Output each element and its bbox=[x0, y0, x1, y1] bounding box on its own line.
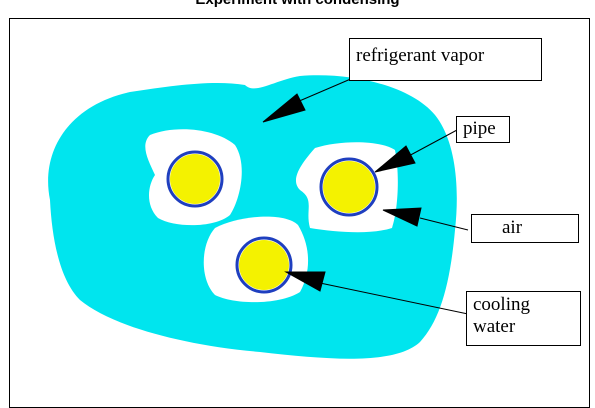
pipe-wall bbox=[166, 150, 224, 208]
label-pipe: pipe bbox=[456, 116, 510, 143]
pointer-cooling-water bbox=[284, 271, 469, 315]
cooling-water bbox=[239, 240, 289, 290]
label-water-text: water bbox=[473, 316, 516, 337]
pipe-bottom bbox=[235, 236, 293, 294]
refrigerant-vapor-region bbox=[48, 75, 457, 359]
label-cooling-water: cooling water bbox=[466, 291, 581, 346]
label-cooling-text: cooling bbox=[473, 294, 530, 315]
label-pipe-text: pipe bbox=[463, 118, 496, 139]
diagram-title: Experiment with condensing bbox=[0, 0, 595, 9]
label-refrigerant-vapor-text: refrigerant vapor bbox=[356, 45, 485, 66]
pipe-left bbox=[166, 150, 224, 208]
pipe-wall bbox=[235, 236, 293, 294]
pipe-right bbox=[319, 157, 379, 217]
pipe-wall bbox=[319, 157, 379, 217]
label-air-text: air bbox=[502, 217, 523, 238]
pointer-air bbox=[382, 207, 469, 231]
label-air: air bbox=[471, 214, 579, 243]
label-refrigerant-vapor: refrigerant vapor bbox=[349, 38, 542, 81]
cooling-water bbox=[323, 161, 375, 213]
pointer-pipe bbox=[374, 129, 458, 173]
cooling-water bbox=[170, 154, 220, 204]
pointer-refrigerant-vapor bbox=[262, 77, 354, 123]
